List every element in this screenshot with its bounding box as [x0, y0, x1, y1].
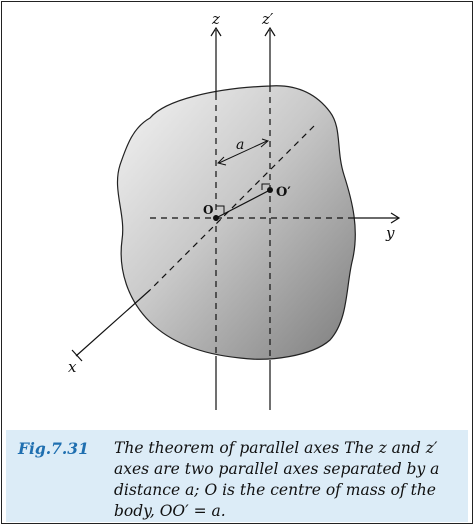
x-axis-tick [71, 349, 83, 362]
distance-a-arrow [218, 140, 268, 164]
z-axis-arrowhead [210, 26, 222, 37]
caption-text: The theorem of parallel axes The z and z… [114, 439, 440, 520]
label-z: z [211, 10, 220, 28]
distance-a-arrowhead-right [260, 138, 269, 148]
label-a: a [236, 137, 244, 153]
label-o: O [203, 203, 213, 217]
x-axis-dashed [149, 125, 315, 291]
z-prime-axis-arrowhead [264, 26, 276, 37]
parallel-axes-diagram: z z′ y x a O O′ [68, 10, 401, 410]
figure-caption: Fig.7.31 The theorem of parallel axes Th… [6, 430, 468, 522]
point-o-prime [267, 187, 273, 193]
y-axis-arrowhead [390, 212, 401, 224]
oo-prime-line [215, 189, 271, 219]
label-x: x [68, 358, 77, 376]
x-axis-solid [75, 289, 151, 357]
right-angle-marker-o-prime [261, 183, 270, 190]
rigid-body-shape [116, 85, 356, 360]
label-y: y [385, 224, 395, 242]
right-angle-marker-o [216, 205, 225, 214]
distance-a-arrowhead-left [217, 156, 227, 166]
label-o-prime: O′ [276, 185, 291, 200]
point-o [213, 215, 219, 221]
label-z-prime: z′ [261, 10, 274, 28]
figure-number: Fig.7.31 [18, 439, 89, 458]
